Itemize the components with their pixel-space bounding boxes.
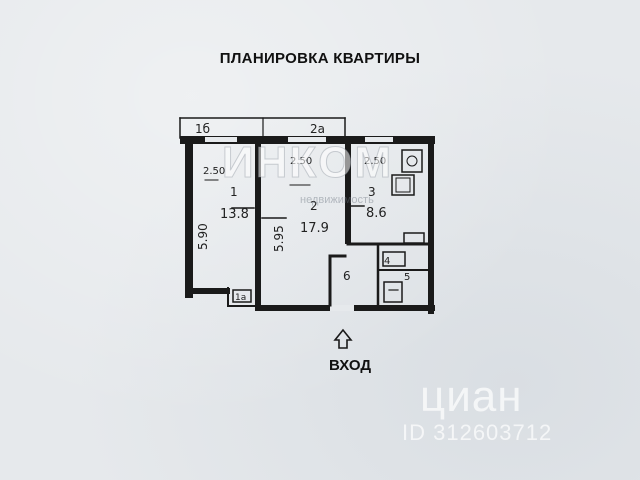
agency-watermark-subtitle: недвижимость bbox=[300, 194, 374, 206]
height-left: 2.50 bbox=[203, 166, 225, 177]
agency-watermark-logo: ИНКОМ bbox=[221, 138, 394, 188]
wc-fixture bbox=[383, 281, 403, 303]
kitchen-stove bbox=[391, 174, 415, 196]
bathtub bbox=[382, 251, 406, 267]
room2-width: 5.95 bbox=[272, 225, 286, 252]
dim-top-left: 1б bbox=[195, 122, 210, 136]
page-title: ПЛАНИРОВКА КВАРТИРЫ bbox=[219, 50, 421, 67]
wc-index: 5 bbox=[404, 272, 410, 283]
height-right: 2.50 bbox=[364, 156, 386, 167]
kitchen-sink bbox=[401, 149, 423, 173]
dim-top-right: 2а bbox=[310, 122, 325, 136]
entry-arrow-icon bbox=[333, 328, 353, 349]
room1-index: 1 bbox=[230, 185, 238, 199]
entry-label: ВХОД bbox=[328, 357, 372, 374]
kitchen-area: 8.6 bbox=[366, 206, 387, 221]
bath-index: 4 bbox=[384, 256, 390, 267]
balcony-box bbox=[232, 289, 252, 303]
wall-room2-kitchen bbox=[345, 144, 351, 244]
cian-watermark-id: ID 312603712 bbox=[402, 420, 553, 445]
height-mid: 2.50 bbox=[290, 156, 312, 167]
entrance-gap bbox=[330, 305, 354, 311]
room2-area: 17.9 bbox=[300, 221, 329, 236]
balcony-index: 1а bbox=[235, 293, 246, 303]
kitchen-index: 3 bbox=[368, 185, 376, 199]
room1-area: 13.8 bbox=[220, 207, 249, 222]
wall-right bbox=[428, 144, 434, 314]
wall-left bbox=[185, 140, 193, 298]
room1-width: 5.90 bbox=[196, 223, 210, 250]
cian-watermark-logo: циан bbox=[420, 372, 523, 421]
wall-room1-room2 bbox=[255, 144, 261, 309]
hall-index: 6 bbox=[343, 269, 351, 283]
room2-index: 2 bbox=[310, 199, 318, 213]
